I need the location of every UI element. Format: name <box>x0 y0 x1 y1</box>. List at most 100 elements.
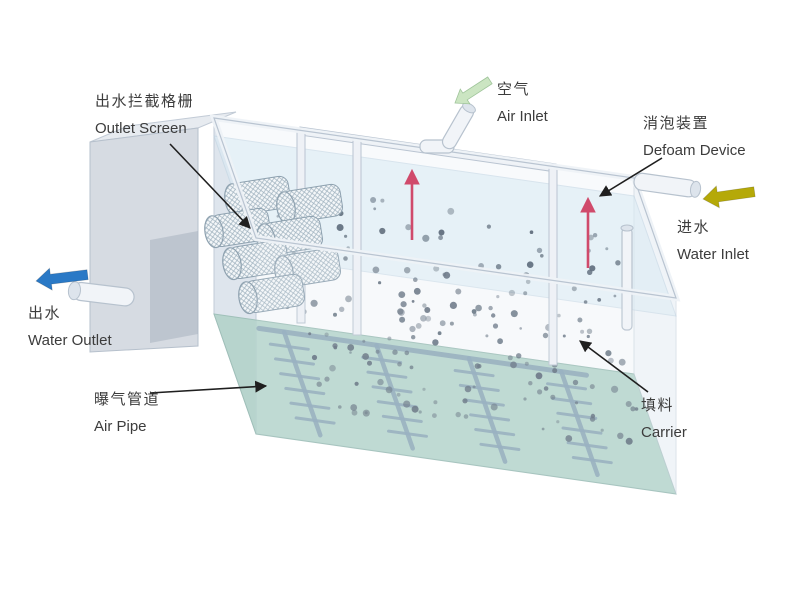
carrier-dot <box>519 327 522 330</box>
carrier-dot <box>362 409 370 417</box>
carrier-dot <box>611 385 619 393</box>
carrier-dot <box>523 291 528 296</box>
carrier-dot <box>411 335 416 340</box>
carrier-dot <box>437 331 442 336</box>
carrier-dot <box>613 294 617 298</box>
carrier-dot <box>507 355 513 361</box>
carrier-dot <box>362 353 369 360</box>
carrier-dot <box>338 405 342 409</box>
outlet-screen-cylinders <box>204 175 343 315</box>
carrier-dot <box>497 338 503 345</box>
label-water-outlet: 出水 Water Outlet <box>28 300 112 354</box>
carrier-dot <box>634 407 639 411</box>
air-lateral-pipe <box>289 401 331 410</box>
carrier-dot <box>438 235 443 241</box>
carrier-dot <box>413 277 418 283</box>
air-lateral-pipe <box>474 428 516 437</box>
carrier-dot <box>396 392 401 397</box>
carrier-dot <box>580 329 585 334</box>
air-lateral-pipe <box>479 442 521 451</box>
air-header-pipe <box>466 356 508 464</box>
air-lateral-pipe <box>294 416 336 425</box>
carrier-dot <box>615 260 621 266</box>
carrier-dot <box>343 256 348 261</box>
carrier-dot <box>392 349 398 355</box>
carrier-dot <box>588 234 594 241</box>
carrier-dot <box>488 305 493 311</box>
carrier-dot <box>597 298 602 302</box>
carrier-dot <box>413 287 421 295</box>
air-lateral-pipe <box>279 372 321 381</box>
carrier-dot <box>397 361 402 367</box>
carrier-dot <box>399 316 406 323</box>
carrier-dot <box>523 397 527 401</box>
air-inlet-pipe <box>419 76 493 154</box>
label-outlet-screen-en: Outlet Screen <box>95 120 187 137</box>
carrier-dot <box>477 364 482 369</box>
carrier-dot <box>372 266 380 274</box>
carrier-dot <box>425 315 432 322</box>
carrier-dot <box>540 254 544 258</box>
outlet-pipe-opening <box>67 281 82 301</box>
carrier-dot <box>380 198 385 203</box>
carrier-dot <box>577 317 583 323</box>
water-outlet-pipe <box>35 267 135 307</box>
carrier-dot <box>411 300 415 303</box>
water-outlet-arrow <box>35 267 89 291</box>
carrier-dot <box>510 310 518 318</box>
carrier-dot <box>385 386 393 394</box>
carrier-dot <box>377 378 384 386</box>
carrier-dot <box>387 336 392 341</box>
label-air-pipe-zh: 曝气管道 <box>94 391 161 408</box>
label-water-inlet: 进水 Water Inlet <box>677 214 749 268</box>
air-lateral-pipe <box>284 386 326 396</box>
carrier-pointer-line <box>579 340 649 393</box>
carrier-dot <box>592 233 598 238</box>
carrier-dot <box>420 315 427 322</box>
air-lateral-pipe <box>387 429 428 438</box>
carrier-dot <box>324 376 330 382</box>
air-lateral-pipe <box>381 414 423 423</box>
carrier-dot <box>455 288 462 295</box>
screen-cylinder <box>238 273 305 315</box>
carrier-dot <box>536 247 543 254</box>
label-air-inlet-zh: 空气 <box>497 81 531 98</box>
air-lateral-pipe <box>556 411 598 420</box>
carrier-dot <box>587 269 593 275</box>
air-header-pipe <box>281 329 323 438</box>
air-lateral-pipe <box>561 426 603 435</box>
carrier-dot <box>336 224 344 231</box>
carrier-dot <box>349 351 352 354</box>
air-pipe-pointer-line <box>149 380 268 394</box>
carrier-dot <box>411 405 419 413</box>
air-header-pipe <box>559 369 600 478</box>
carrier-dot <box>418 410 422 414</box>
chamber-inner-slot <box>150 231 198 343</box>
carrier-dot <box>565 435 573 442</box>
carrier-dot <box>508 289 515 297</box>
defoam-device <box>404 168 634 331</box>
label-water-inlet-zh: 进水 <box>677 219 711 236</box>
carrier-dot <box>496 295 500 299</box>
carrier-dot <box>432 413 437 418</box>
carrier-dot <box>625 437 633 445</box>
carrier-dot <box>463 414 469 419</box>
carrier-dot <box>400 301 407 308</box>
label-air-pipe-en: Air Pipe <box>94 418 147 435</box>
carrier-dot <box>405 224 412 231</box>
carrier-dot <box>590 413 596 419</box>
carrier-dot <box>557 313 561 318</box>
carrier-dot <box>403 400 411 408</box>
carrier-dot <box>339 306 345 312</box>
air-lateral-pipe <box>469 413 511 422</box>
air-lateral-pipe <box>268 342 310 351</box>
carrier-dot <box>529 230 534 234</box>
carrier-dot <box>333 312 337 317</box>
label-carrier-en: Carrier <box>641 424 687 441</box>
carrier-dot <box>472 385 476 389</box>
water-inlet-arrow <box>702 185 756 209</box>
carrier-dot <box>433 265 440 272</box>
carrier-dot <box>543 386 549 391</box>
defoam-standpipe-cap <box>620 224 634 232</box>
label-defoam-device-zh: 消泡装置 <box>643 115 710 132</box>
